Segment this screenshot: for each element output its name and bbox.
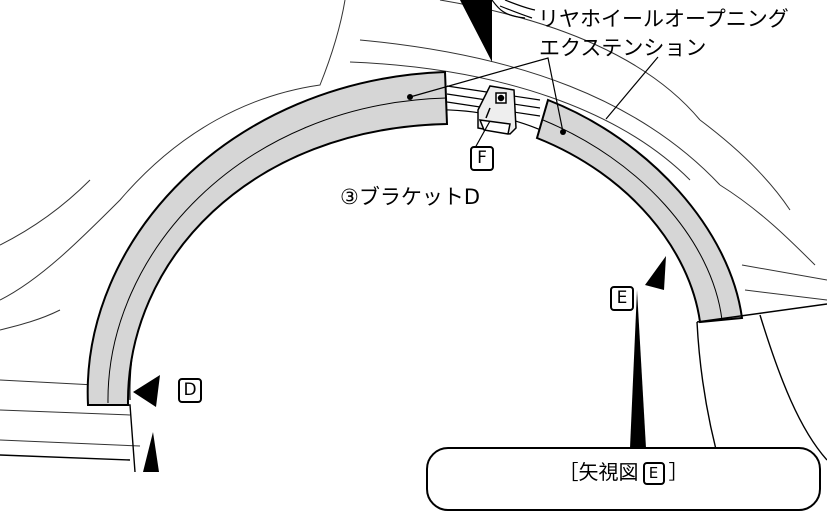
lower-panel <box>0 404 136 472</box>
arrow-d-small <box>133 375 160 407</box>
view-marker-f: F <box>470 146 494 171</box>
view-marker-d: D <box>178 378 202 403</box>
view-marker-e: E <box>610 286 634 311</box>
extension-label-line2: エクステンション <box>539 36 707 60</box>
bracket-d-part <box>477 85 517 135</box>
arrow-top <box>460 0 492 62</box>
arrow-d-large <box>143 432 159 472</box>
callout-marker-e: E <box>642 462 665 485</box>
callout-suffix: ］ <box>668 460 689 484</box>
rear-wheel-opening-diagram <box>0 0 827 472</box>
leader-lines <box>409 0 659 149</box>
extension-label-line1: リヤホイールオープニング <box>538 7 789 31</box>
leader-dot-left <box>407 94 413 100</box>
arrow-e-small <box>645 256 666 290</box>
extension-right-inner-edge <box>542 119 723 321</box>
bracket-d-label: ③ブラケットD <box>340 185 480 209</box>
extension-right-piece <box>535 98 744 324</box>
body-panel-lines <box>0 0 827 447</box>
leader-dot-right <box>560 129 566 135</box>
extension-inner-edge <box>107 97 447 404</box>
wheel-arch-lines <box>129 85 706 401</box>
callout-prefix: ［矢視図 <box>558 460 639 484</box>
extension-left-piece <box>86 70 449 406</box>
arrow-e-large <box>630 290 646 448</box>
